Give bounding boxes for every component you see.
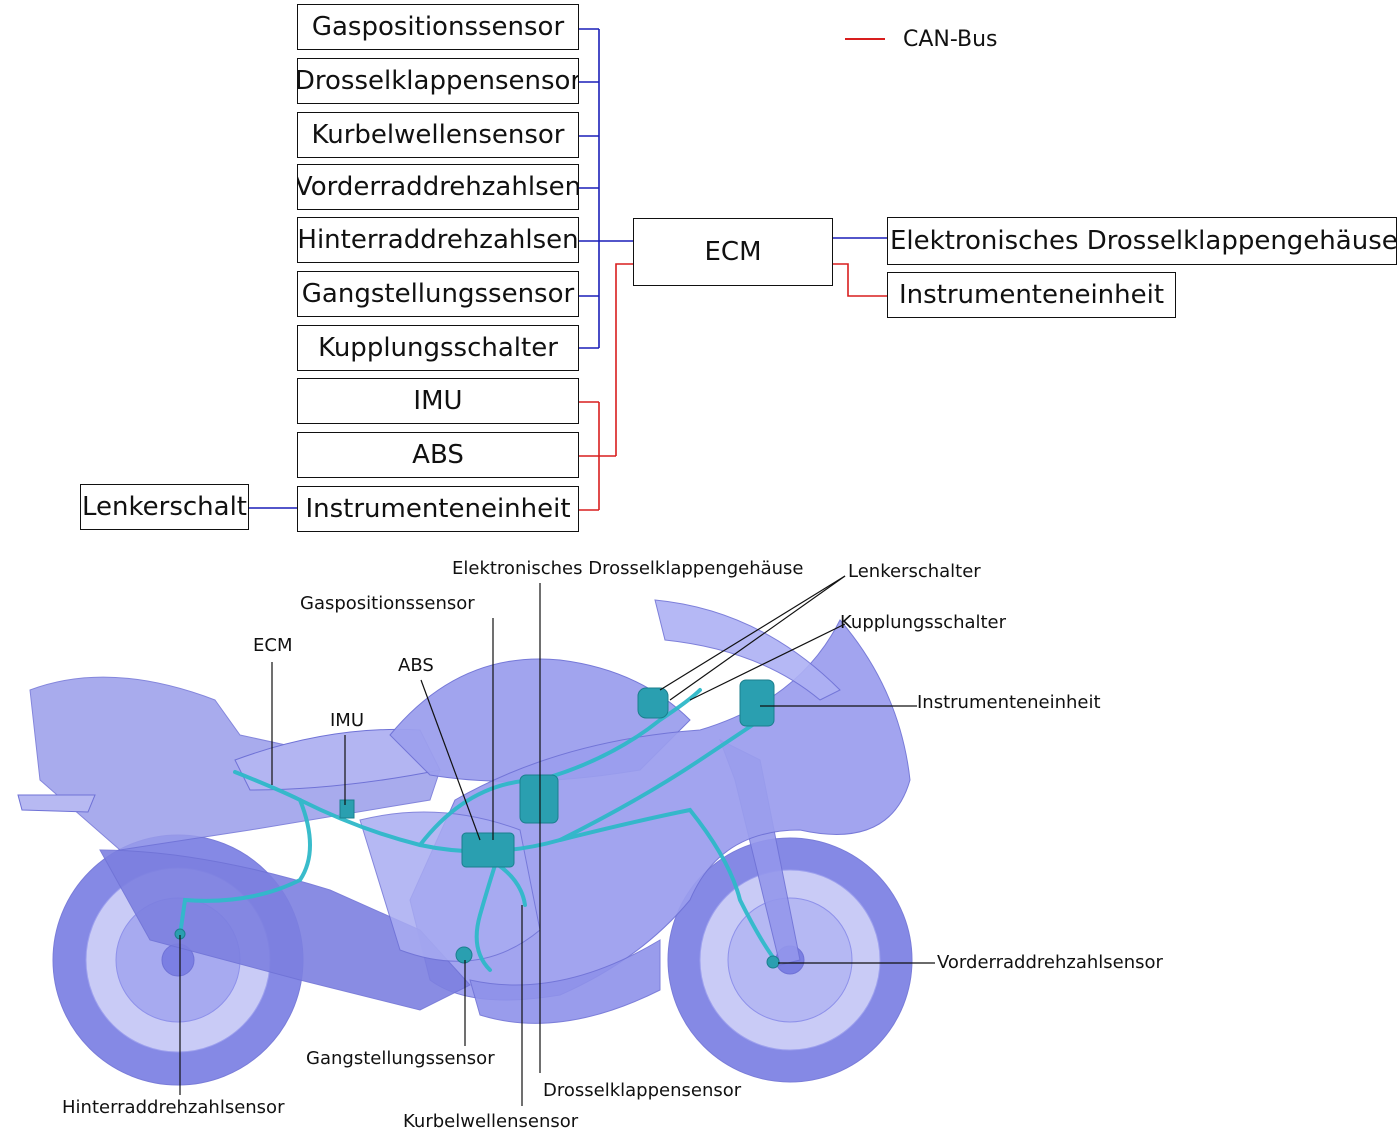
callout-imu: IMU xyxy=(330,712,364,730)
can-unit-box: Instrumenteneinheit xyxy=(297,486,579,532)
throttle-body xyxy=(520,775,558,823)
front-speed-sensor xyxy=(767,956,779,968)
output-box: Elektronisches Drosselklappengehäuse xyxy=(887,217,1397,265)
callout-gangstellungssensor: Gangstellungssensor xyxy=(306,1050,495,1068)
ecm-label: ECM xyxy=(704,239,761,265)
sensor-box: Gangstellungssensor xyxy=(297,271,579,317)
sensor-label: Kupplungsschalter xyxy=(318,335,558,361)
sensor-label: Hinterraddrehzahlsen xyxy=(297,227,578,253)
can-unit-label: IMU xyxy=(413,388,462,414)
output-label: Elektronisches Drosselklappengehäuse xyxy=(890,228,1397,254)
imu-unit xyxy=(340,800,354,818)
sensor-label: Drosselklappensensor xyxy=(297,68,579,94)
handlebar-switch-box: Lenkerschalt xyxy=(80,484,249,530)
tail-light xyxy=(18,795,95,812)
sensor-box: Vorderraddrehzahlsen xyxy=(297,164,579,210)
can-unit-label: Instrumenteneinheit xyxy=(305,496,570,522)
callout-hinterraddrehzahlsensor: Hinterraddrehzahlsensor xyxy=(62,1099,284,1117)
ecm-box: ECM xyxy=(633,218,833,286)
sensor-label: Gangstellungssensor xyxy=(302,281,574,307)
legend: CAN-Bus xyxy=(845,24,998,54)
abs-unit xyxy=(462,833,514,867)
callout-kurbelwellensensor: Kurbelwellensensor xyxy=(403,1113,578,1131)
can-unit-label: ABS xyxy=(412,442,464,468)
can-bus-wiring xyxy=(578,264,887,510)
sensor-label: Vorderraddrehzahlsen xyxy=(297,174,579,200)
sensor-box: Gaspositionssensor xyxy=(297,4,579,50)
callout-kupplungsschalter: Kupplungsschalter xyxy=(840,614,1006,632)
callout-gaspositionssensor: Gaspositionssensor xyxy=(300,595,475,613)
sensor-box: Kupplungsschalter xyxy=(297,325,579,371)
callout-drosselklappensensor: Drosselklappensensor xyxy=(543,1082,741,1100)
callout-lenkerschalter: Lenkerschalter xyxy=(848,563,981,581)
instrument-unit xyxy=(740,680,774,726)
sensor-box: Drosselklappensensor xyxy=(297,58,579,104)
handlebar-switch-label: Lenkerschalt xyxy=(82,494,247,520)
sensor-box: Hinterraddrehzahlsen xyxy=(297,217,579,263)
sensor-box: Kurbelwellensensor xyxy=(297,112,579,158)
gear-sensor xyxy=(456,947,472,963)
sensor-label: Gaspositionssensor xyxy=(312,14,564,40)
callout-etb: Elektronisches Drosselklappengehäuse xyxy=(452,560,804,578)
callout-ecm: ECM xyxy=(253,637,292,655)
lenkerschalter-unit xyxy=(638,688,668,718)
can-unit-box: IMU xyxy=(297,378,579,424)
callout-vorderraddrehzahlsensor: Vorderraddrehzahlsensor xyxy=(937,954,1163,972)
callout-instrumenteneinheit: Instrumenteneinheit xyxy=(917,694,1101,712)
legend-label: CAN-Bus xyxy=(903,27,998,52)
output-box: Instrumenteneinheit xyxy=(887,272,1176,318)
can-bus-swatch xyxy=(845,38,885,40)
output-label: Instrumenteneinheit xyxy=(899,282,1164,308)
sensor-label: Kurbelwellensensor xyxy=(312,122,565,148)
callout-abs: ABS xyxy=(398,657,434,675)
can-unit-box: ABS xyxy=(297,432,579,478)
